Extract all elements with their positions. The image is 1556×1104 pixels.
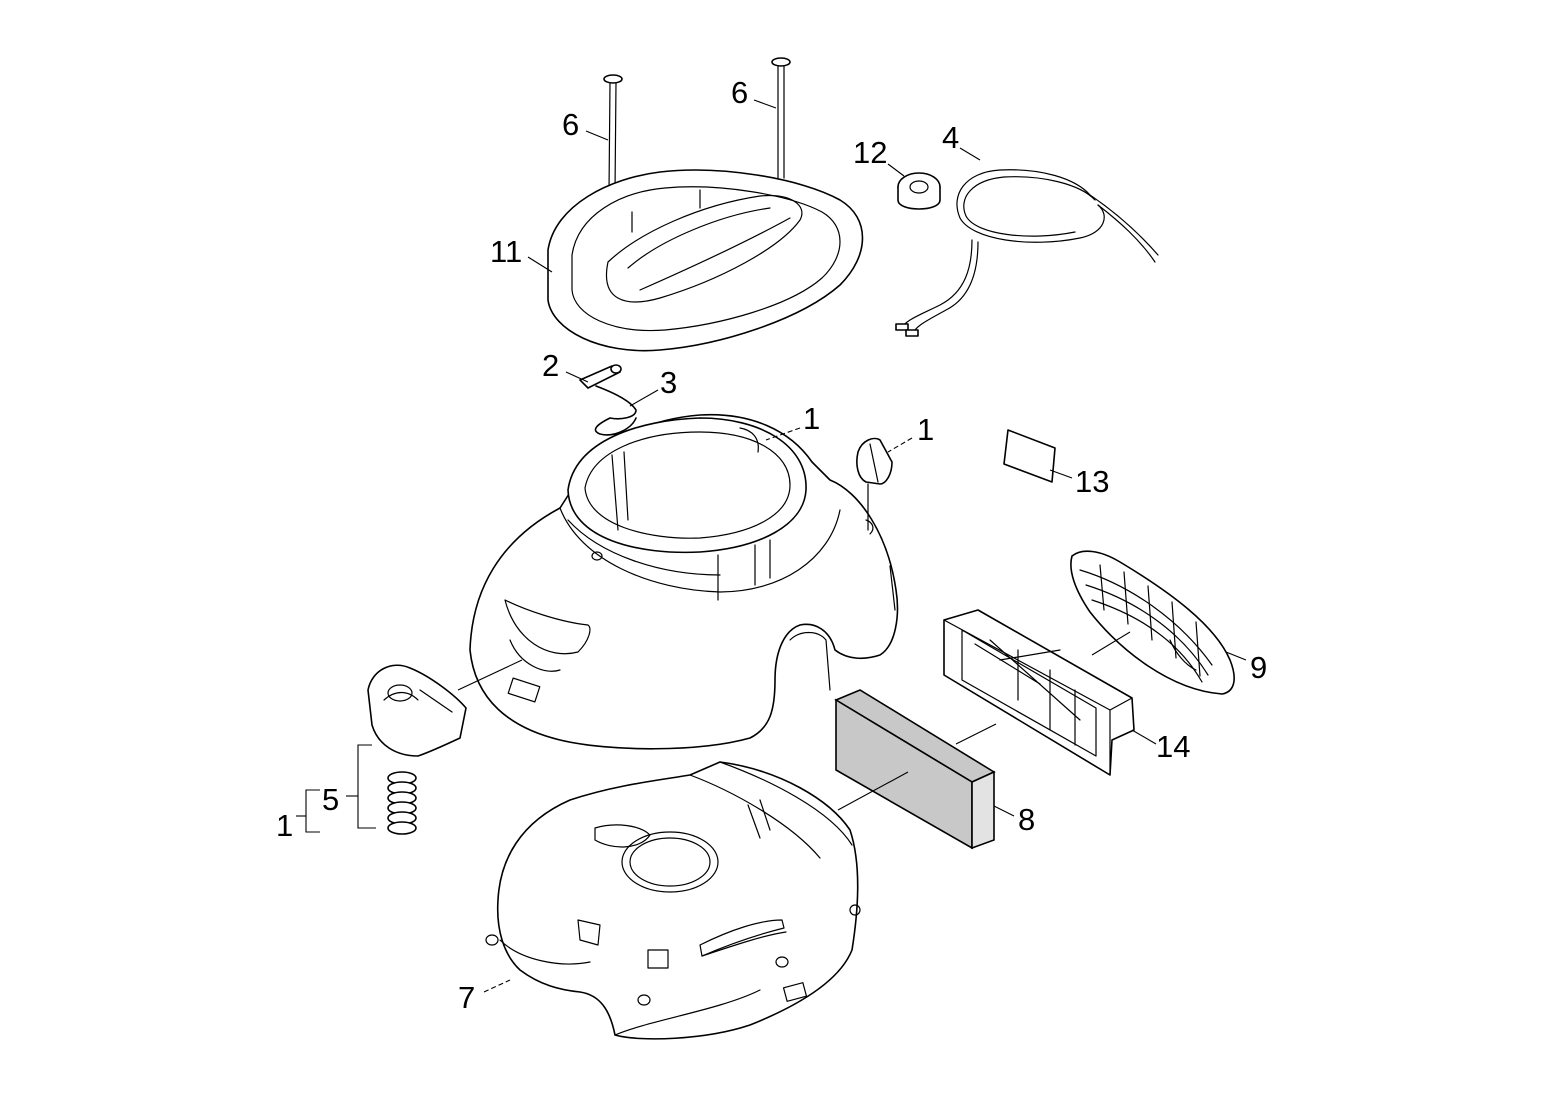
main-housing	[469, 413, 899, 750]
grille	[1070, 550, 1235, 695]
callout-6-left: 6	[562, 107, 579, 142]
callout-1-left: 1	[276, 808, 293, 843]
pin-part	[579, 364, 622, 389]
callout-5: 5	[322, 782, 339, 817]
top-frame	[547, 169, 864, 352]
callouts: 6 6 12 4 11 2 3 1 1 13 9 14 8 5 1 7	[276, 75, 1267, 1015]
callout-6-right: 6	[731, 75, 748, 110]
callout-12: 12	[853, 135, 887, 170]
spring	[387, 771, 417, 835]
callout-14: 14	[1156, 729, 1190, 764]
callout-8: 8	[1018, 802, 1035, 837]
callout-3: 3	[660, 365, 677, 400]
lower-housing	[485, 761, 861, 1040]
callout-9: 9	[1250, 650, 1267, 685]
filter-frame	[943, 609, 1135, 776]
label-sticker	[1003, 429, 1056, 483]
callout-1-center: 1	[803, 401, 820, 436]
filter-block	[834, 689, 996, 850]
latch-right	[856, 437, 893, 531]
callout-7: 7	[458, 980, 475, 1015]
callout-2: 2	[542, 348, 559, 383]
callout-13: 13	[1075, 464, 1109, 499]
callout-1-right: 1	[917, 412, 934, 447]
latch-left	[367, 664, 467, 757]
cable	[895, 169, 1159, 337]
leader-lines	[296, 99, 1247, 993]
ring-part	[897, 172, 941, 210]
callout-4: 4	[942, 120, 959, 155]
clip-part	[594, 385, 637, 436]
callout-11: 11	[490, 234, 522, 269]
